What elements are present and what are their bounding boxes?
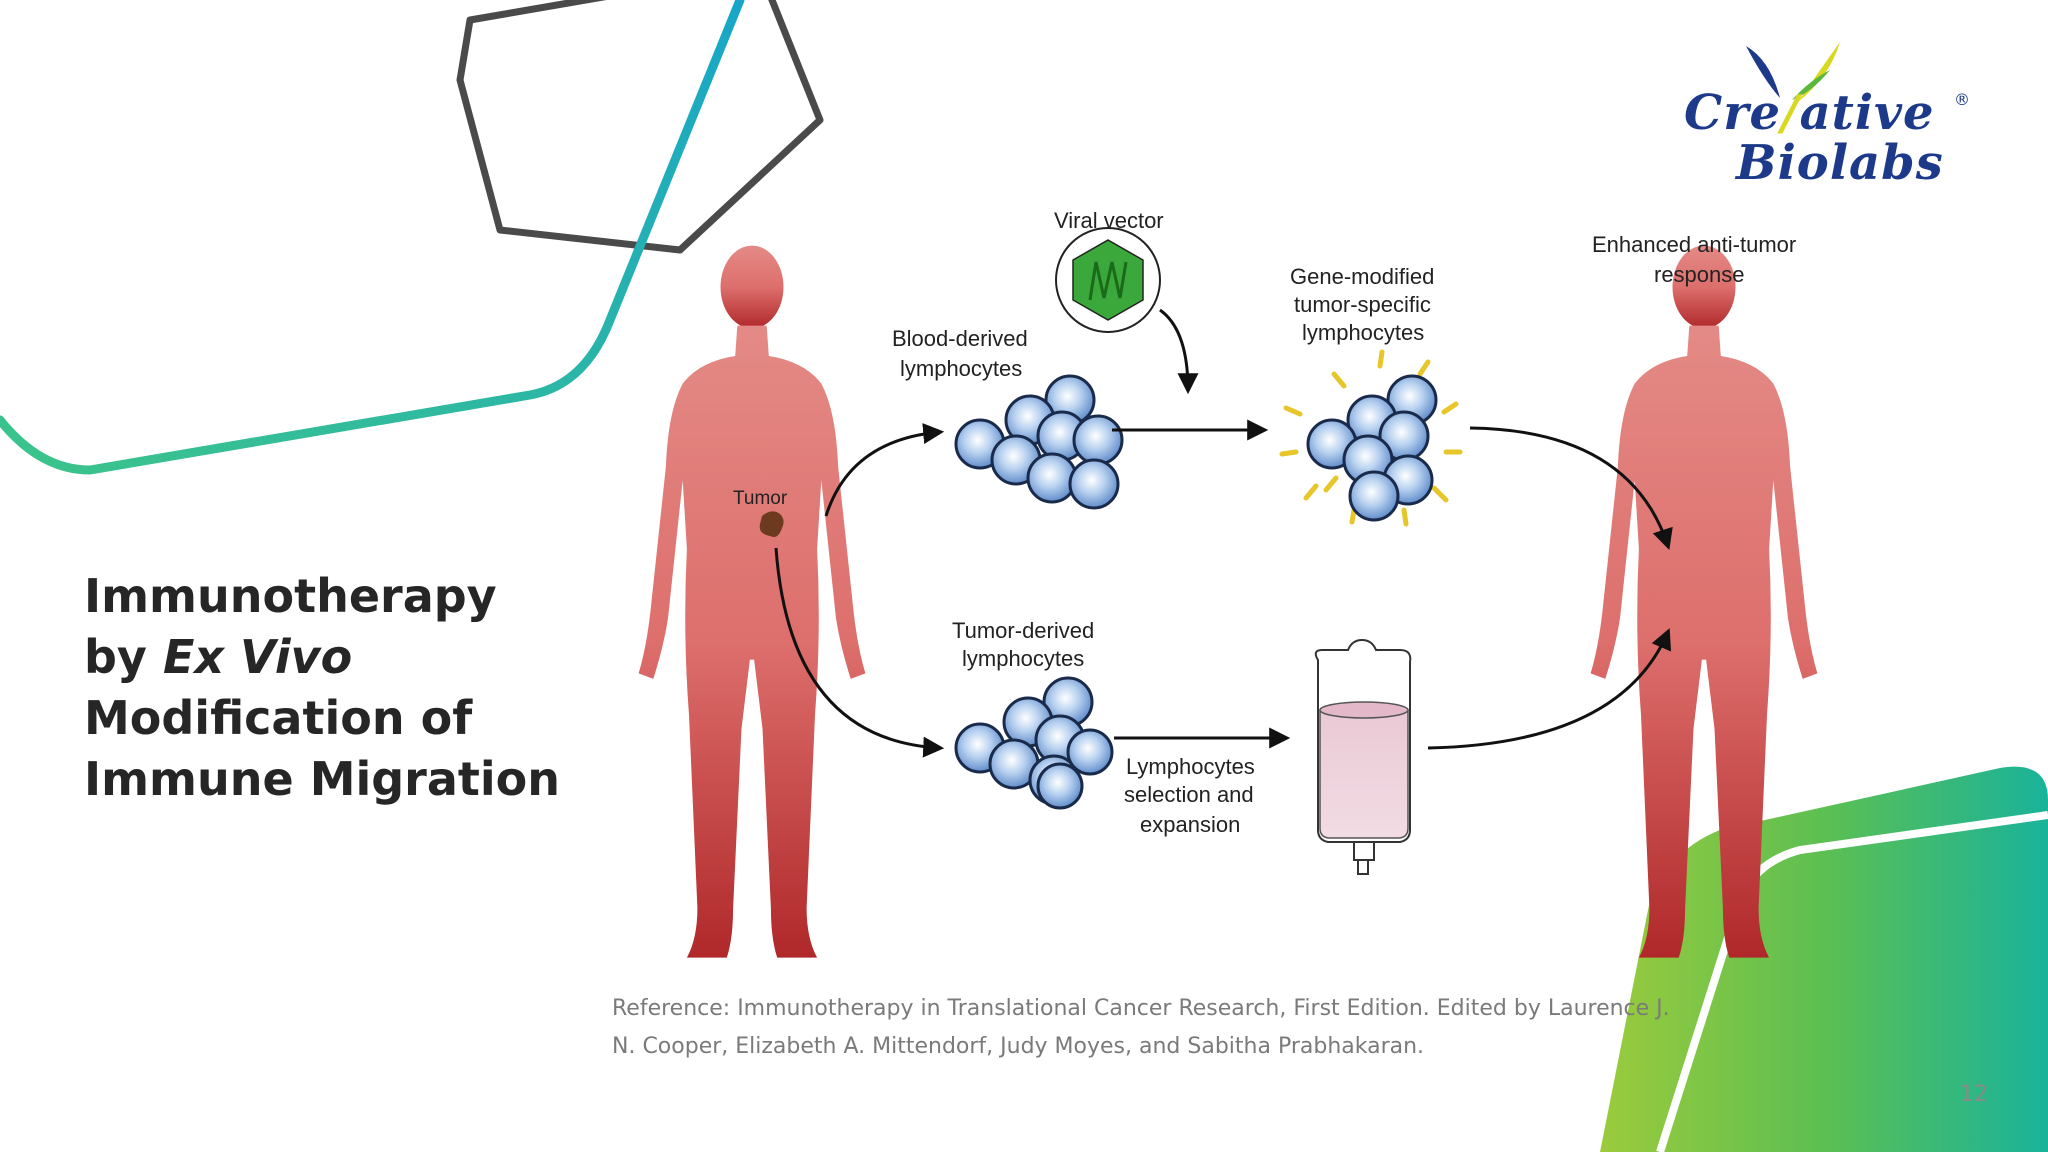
green-corner-shape <box>1600 766 2048 1152</box>
selection-label-2: selection and <box>1124 782 1254 807</box>
blood-lymphocytes-label-2: lymphocytes <box>900 356 1022 381</box>
registered-mark: ® <box>1954 90 1970 109</box>
title-line-4: Immune Migration <box>84 752 560 806</box>
page-number: 12 <box>1960 1082 1988 1107</box>
title-line-2-italic: Ex Vivo <box>162 630 353 684</box>
patient-figure-left <box>638 245 866 958</box>
logo-wordmark: Cre/ative Biolabs <box>1684 88 1944 188</box>
selection-label-3: expansion <box>1140 812 1240 837</box>
title-line-2-prefix: by <box>84 630 163 684</box>
gene-modified-label-2: tumor-specific <box>1294 292 1431 317</box>
tumor-lymphocytes-label-2: lymphocytes <box>962 646 1084 671</box>
viral-vector-label: Viral vector <box>1054 208 1164 233</box>
reference-text: Reference: Immunotherapy in Translationa… <box>612 990 1712 1066</box>
title-line-2: by Ex Vivo <box>84 627 604 688</box>
arrow-tumor-to-tumor-lymphocytes <box>774 547 945 758</box>
logo-line-1: Cre/ative <box>1684 88 1944 138</box>
blood-lymphocytes-label-1: Blood-derived <box>892 326 1028 351</box>
hexagon-outline-shape <box>456 0 824 254</box>
tumor-blob <box>759 511 784 537</box>
title-line-3: Modification of <box>84 691 473 745</box>
creative-biolabs-logo <box>1746 42 1840 102</box>
infusion-bag-icon <box>1314 638 1412 875</box>
enhanced-response-label-1: Enhanced anti-tumor <box>1592 232 1796 257</box>
logo-text-ative: ative <box>1799 85 1935 141</box>
process-arrows <box>774 308 1673 758</box>
reference-line-2: N. Cooper, Elizabeth A. Mittendorf, Judy… <box>612 1034 1425 1059</box>
arrow-virus-down <box>1159 308 1199 395</box>
arrow-bag-to-patient <box>1427 628 1672 750</box>
gene-modified-lymphocyte-cluster <box>1279 349 1463 527</box>
tumor-label: Tumor <box>733 488 788 509</box>
virus-rna-icon <box>1088 261 1128 301</box>
gene-modified-label-3: lymphocytes <box>1302 320 1424 345</box>
logo-slash: / <box>1781 85 1800 141</box>
logo-wing-blue-icon <box>1746 46 1780 98</box>
logo-leaf-green-icon <box>1792 70 1830 100</box>
patient-figure-right <box>1590 245 1818 958</box>
logo-text-cre: Cre <box>1684 85 1782 141</box>
blood-lymphocyte-cluster <box>954 374 1124 510</box>
logo-line-2: Biolabs <box>1736 135 1944 191</box>
arrow-tumor-to-blood-lymphocytes <box>824 423 945 517</box>
tumor-lymphocytes-label-1: Tumor-derived <box>952 618 1094 643</box>
title-line-1: Immunotherapy <box>84 569 497 623</box>
viral-vector <box>1055 227 1161 333</box>
selection-label-1: Lymphocytes <box>1126 754 1255 779</box>
slide-title: Immunotherapy by Ex Vivo Modification of… <box>84 566 604 810</box>
enhanced-response-label-2: response <box>1654 262 1745 287</box>
teal-swoosh-line <box>0 0 745 475</box>
arrow-modified-to-patient <box>1469 426 1673 550</box>
gene-modified-label-1: Gene-modified <box>1290 264 1434 289</box>
reference-line-1: Reference: Immunotherapy in Translationa… <box>612 996 1670 1021</box>
tumor-lymphocyte-cluster <box>954 676 1114 810</box>
